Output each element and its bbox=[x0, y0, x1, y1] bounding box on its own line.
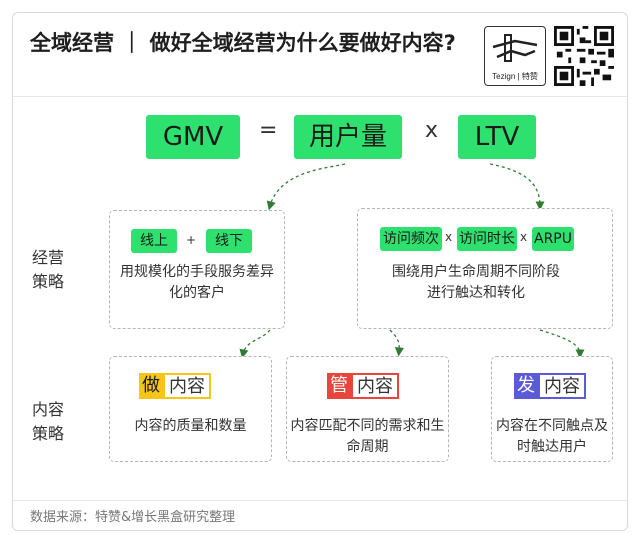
arpu-tag: ARPU bbox=[532, 227, 574, 251]
distribute-char: 发 bbox=[514, 373, 538, 399]
make-content-badge: 做 内容 bbox=[139, 373, 211, 399]
users-box: 用户量 bbox=[294, 115, 402, 159]
plus-sign: + bbox=[186, 233, 197, 247]
arrow-right-to-fa bbox=[539, 329, 585, 359]
footer-divider bbox=[13, 500, 627, 501]
offline-tag: 线下 bbox=[206, 229, 252, 253]
arrow-ltv-to-right bbox=[489, 163, 545, 211]
qr-code-icon bbox=[554, 26, 614, 86]
tezign-logo: Tezign | 特赞 bbox=[484, 26, 546, 86]
times-sign: x bbox=[425, 118, 439, 143]
arrow-left-to-zuo bbox=[239, 329, 271, 359]
make-char: 做 bbox=[139, 373, 163, 399]
channel-strategy-desc: 用规模化的手段服务差异化的客户 bbox=[120, 264, 274, 301]
distribute-rest: 内容 bbox=[538, 373, 586, 399]
logo-mark-icon bbox=[492, 34, 538, 62]
header-divider bbox=[13, 96, 627, 97]
manage-char: 管 bbox=[327, 373, 351, 399]
manage-content-desc: 内容匹配不同的需求和生命周期 bbox=[290, 418, 445, 455]
business-strategy-label: 经营策略 bbox=[32, 248, 65, 291]
page-title: 全域经营 ｜ 做好全域经营为什么要做好内容? bbox=[30, 31, 456, 55]
make-content-desc: 内容的质量和数量 bbox=[134, 418, 247, 434]
online-tag: 线上 bbox=[131, 229, 177, 253]
source-note: 数据来源：特赞&增长黑盒研究整理 bbox=[30, 510, 236, 525]
arrow-users-to-left bbox=[266, 163, 346, 211]
equals-sign: = bbox=[259, 118, 278, 143]
times-sign-2: x bbox=[520, 230, 528, 244]
ltv-box: LTV bbox=[458, 115, 536, 159]
lifecycle-strategy-desc: 围绕用户生命周期不同阶段进行触达和转化 bbox=[392, 264, 560, 301]
times-sign-1: x bbox=[445, 230, 453, 244]
make-content-box bbox=[109, 356, 272, 462]
visit-duration-tag: 访问时长 bbox=[457, 227, 517, 251]
distribute-content-desc: 内容在不同触点及时触达用户 bbox=[496, 418, 608, 455]
gmv-box: GMV bbox=[146, 115, 240, 159]
manage-rest: 内容 bbox=[351, 373, 399, 399]
visit-frequency-tag: 访问频次 bbox=[380, 227, 442, 251]
manage-content-badge: 管 内容 bbox=[327, 373, 399, 399]
content-strategy-label: 内容策略 bbox=[32, 400, 65, 443]
logo-text: Tezign | 特赞 bbox=[492, 72, 538, 81]
distribute-content-badge: 发 内容 bbox=[514, 373, 586, 399]
arrow-right-to-guan bbox=[389, 329, 404, 357]
make-rest: 内容 bbox=[163, 373, 211, 399]
